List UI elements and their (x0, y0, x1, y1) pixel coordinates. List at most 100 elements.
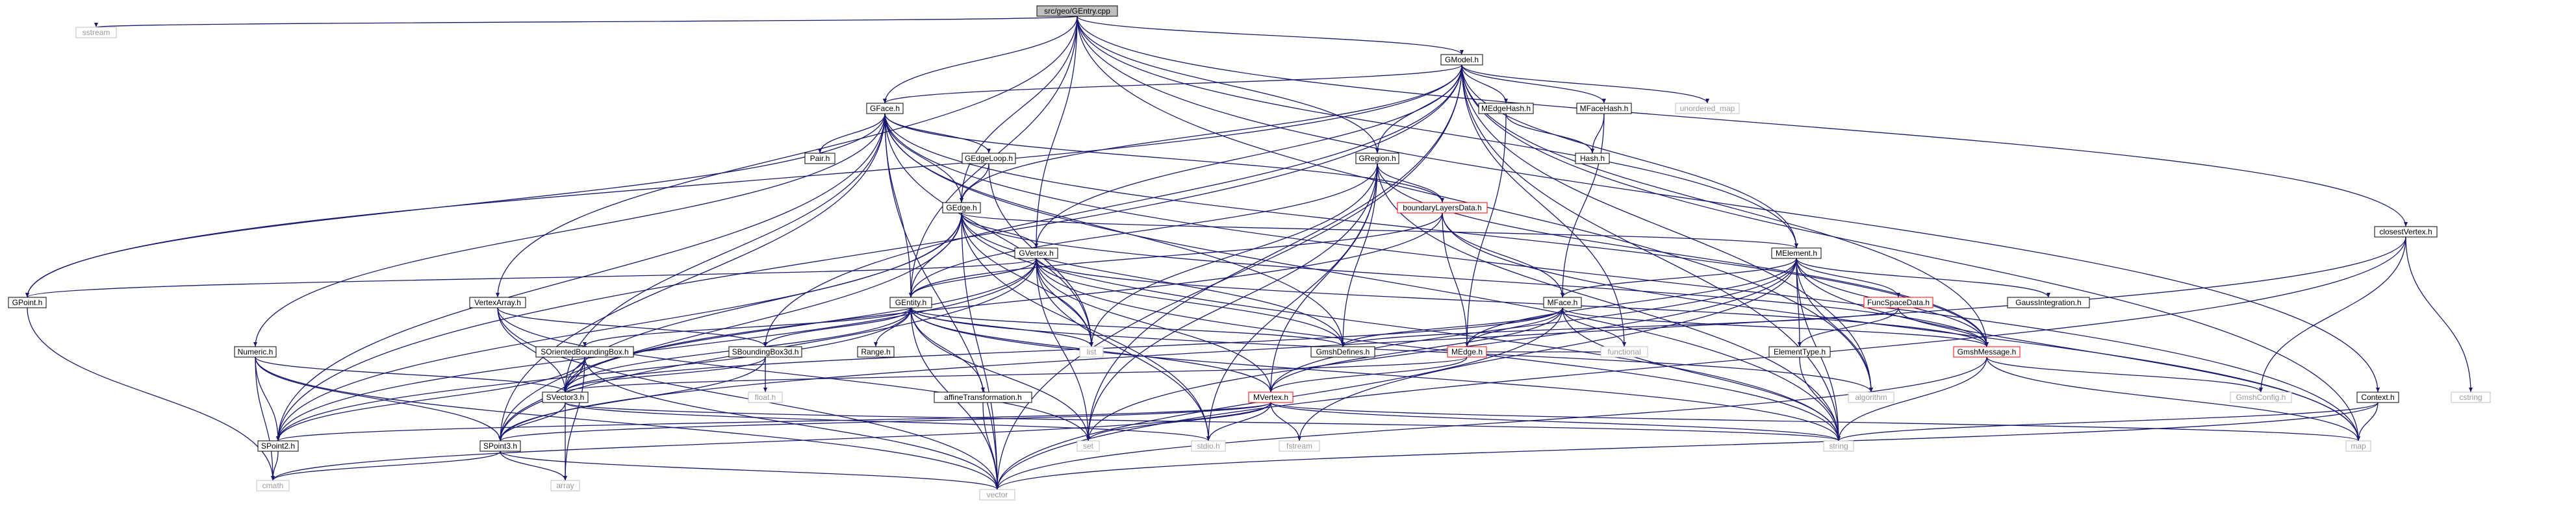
node-spoint3[interactable]: SPoint3.h (479, 440, 521, 452)
node-label: vector (987, 490, 1008, 499)
node-array: array (550, 480, 580, 491)
node-gedge[interactable]: GEdge.h (942, 202, 981, 214)
edge-MElement-to-MVertex (1269, 258, 1797, 393)
node-medge[interactable]: MEdge.h (1447, 346, 1487, 358)
edge-GFace-to-string (884, 113, 1841, 441)
node-vertexarray[interactable]: VertexArray.h (469, 297, 526, 308)
edge-GRegion-to-GmshMessage (1377, 163, 1989, 347)
node-sorientedboundingbox[interactable]: SOrientedBoundingBox.h (535, 346, 634, 358)
edge-affineTransformation-to-vector (982, 402, 999, 490)
node-label: SBoundingBox3d.h (732, 347, 799, 356)
node-medgehash[interactable]: MEdgeHash.h (1478, 103, 1534, 114)
node-mface[interactable]: MFace.h (1543, 297, 1582, 308)
edge-Numeric-to-SPoint3 (255, 356, 502, 441)
node-set: set (1077, 440, 1100, 452)
node-label: Pair.h (810, 154, 830, 163)
node-label: SVector3.h (546, 393, 585, 402)
edge-GEntity-to-set (910, 307, 1090, 441)
edge-SOrientedBoundingBox-to-SPoint2 (276, 356, 585, 441)
edge-MFace-to-GmshMessage (1562, 307, 1989, 347)
edge-GEntity-to-SOrientedBoundingBox (583, 307, 912, 347)
node-sboundingbox3d[interactable]: SBoundingBox3d.h (728, 346, 802, 358)
edge-MEdge-to-MVertex (1269, 356, 1468, 393)
edge-GRegion-to-string (1377, 163, 1841, 441)
edge-SVector3-to-SPoint3 (498, 402, 566, 441)
node-label: MFace.h (1548, 298, 1578, 307)
node-range[interactable]: Range.h (857, 346, 895, 358)
node-gvertex[interactable]: GVertex.h (1014, 247, 1058, 259)
node-box (1576, 103, 1632, 114)
edge-GVertex-to-SPoint2 (276, 258, 1037, 441)
edge-boundaryLayersData-to-GEntity (909, 212, 1443, 298)
node-box (866, 103, 904, 114)
node-box (979, 489, 1015, 501)
node-label: SPoint2.h (261, 441, 295, 451)
edge-MElement-to-MFace (1561, 258, 1797, 298)
edge-boundaryLayersData-to-SVector3 (563, 212, 1443, 393)
node-boundarylayersdata[interactable]: boundaryLayersData.h (1397, 202, 1488, 214)
edge-MEdgeHash-to-Hash (1505, 113, 1594, 154)
edge-GModel-to-MFaceHash (1461, 64, 1606, 104)
edge-GModel-to-MElement (1461, 64, 1798, 249)
node-gmshmessage[interactable]: GmshMessage.h (1953, 346, 2021, 358)
node-box (1863, 297, 1933, 308)
node-box (469, 297, 526, 308)
edge-Numeric-to-SVector3 (255, 356, 567, 393)
edge-SPoint3-to-vector (500, 451, 999, 490)
node-string: string (1823, 440, 1854, 452)
node-mvertex[interactable]: MVertex.h (1248, 391, 1294, 403)
node-box (748, 391, 783, 403)
edge-MElement-to-MEdge (1465, 258, 1797, 347)
node-box (1397, 202, 1488, 214)
node-box (1768, 346, 1831, 358)
edge-MFaceHash-to-Hash (1590, 113, 1605, 154)
node-gentity[interactable]: GEntity.h (889, 297, 932, 308)
node-gface[interactable]: GFace.h (866, 103, 904, 114)
node-box (1543, 297, 1582, 308)
node-box (1447, 346, 1487, 358)
node-float: float.h (748, 391, 783, 403)
node-box (1248, 391, 1294, 403)
node-affinetransformation[interactable]: affineTransformation.h (934, 391, 1032, 403)
node-elementtype[interactable]: ElementType.h (1768, 346, 1831, 358)
node-box (2230, 391, 2292, 403)
node-gentry-cpp[interactable]: src/geo/GEntry.cpp (1036, 5, 1118, 17)
node-funcspacedata[interactable]: FuncSpaceData.h (1863, 297, 1933, 308)
node-label: MElement.h (1776, 249, 1817, 258)
node-box (2007, 297, 2090, 308)
node-hash[interactable]: Hash.h (1575, 153, 1610, 164)
node-numeric[interactable]: Numeric.h (234, 346, 277, 358)
node-melement[interactable]: MElement.h (1771, 247, 1822, 259)
node-gaussintegration[interactable]: GaussIntegration.h (2007, 297, 2090, 308)
node-context[interactable]: Context.h (2356, 391, 2399, 403)
node-box (1191, 440, 1226, 452)
edge-MElement-to-FuncSpaceData (1796, 258, 1900, 298)
edge-MFace-to-MEdge (1465, 307, 1563, 347)
node-label: closestVertex.h (2379, 227, 2432, 236)
node-gregion[interactable]: GRegion.h (1355, 153, 1399, 164)
node-box (8, 297, 47, 308)
edge-closestVertex-to-SPoint3 (498, 236, 2406, 441)
node-label: GmshMessage.h (1958, 347, 2017, 356)
node-label: MEdge.h (1451, 347, 1483, 356)
node-closestvertex[interactable]: closestVertex.h (2374, 226, 2438, 238)
node-gmodel[interactable]: GModel.h (1440, 54, 1483, 66)
edge-GEdge-to-stdio (961, 212, 1210, 441)
node-pair[interactable]: Pair.h (804, 153, 835, 164)
node-spoint2[interactable]: SPoint2.h (257, 440, 299, 452)
node-label: GVertex.h (1019, 249, 1053, 258)
edge-GModel-to-GPoint (25, 64, 1462, 298)
node-gedgeloop[interactable]: GEdgeLoop.h (962, 153, 1016, 164)
node-mfacehash[interactable]: MFaceHash.h (1576, 103, 1632, 114)
edge-SBoundingBox3d-to-SVector3 (563, 356, 766, 393)
node-label: MEdgeHash.h (1481, 104, 1531, 113)
edge-GModel-to-MEdgeHash (1461, 64, 1508, 104)
edge-GModel-to-set (1086, 64, 1462, 441)
edge-VertexArray-to-vector (497, 307, 999, 490)
node-box (2451, 391, 2491, 403)
node-svector3[interactable]: SVector3.h (542, 391, 589, 403)
edge-GModel-to-map (1461, 64, 2360, 441)
node-gmshdefines[interactable]: GmshDefines.h (1310, 346, 1375, 358)
node-box (1953, 346, 2021, 358)
node-gpoint[interactable]: GPoint.h (8, 297, 47, 308)
